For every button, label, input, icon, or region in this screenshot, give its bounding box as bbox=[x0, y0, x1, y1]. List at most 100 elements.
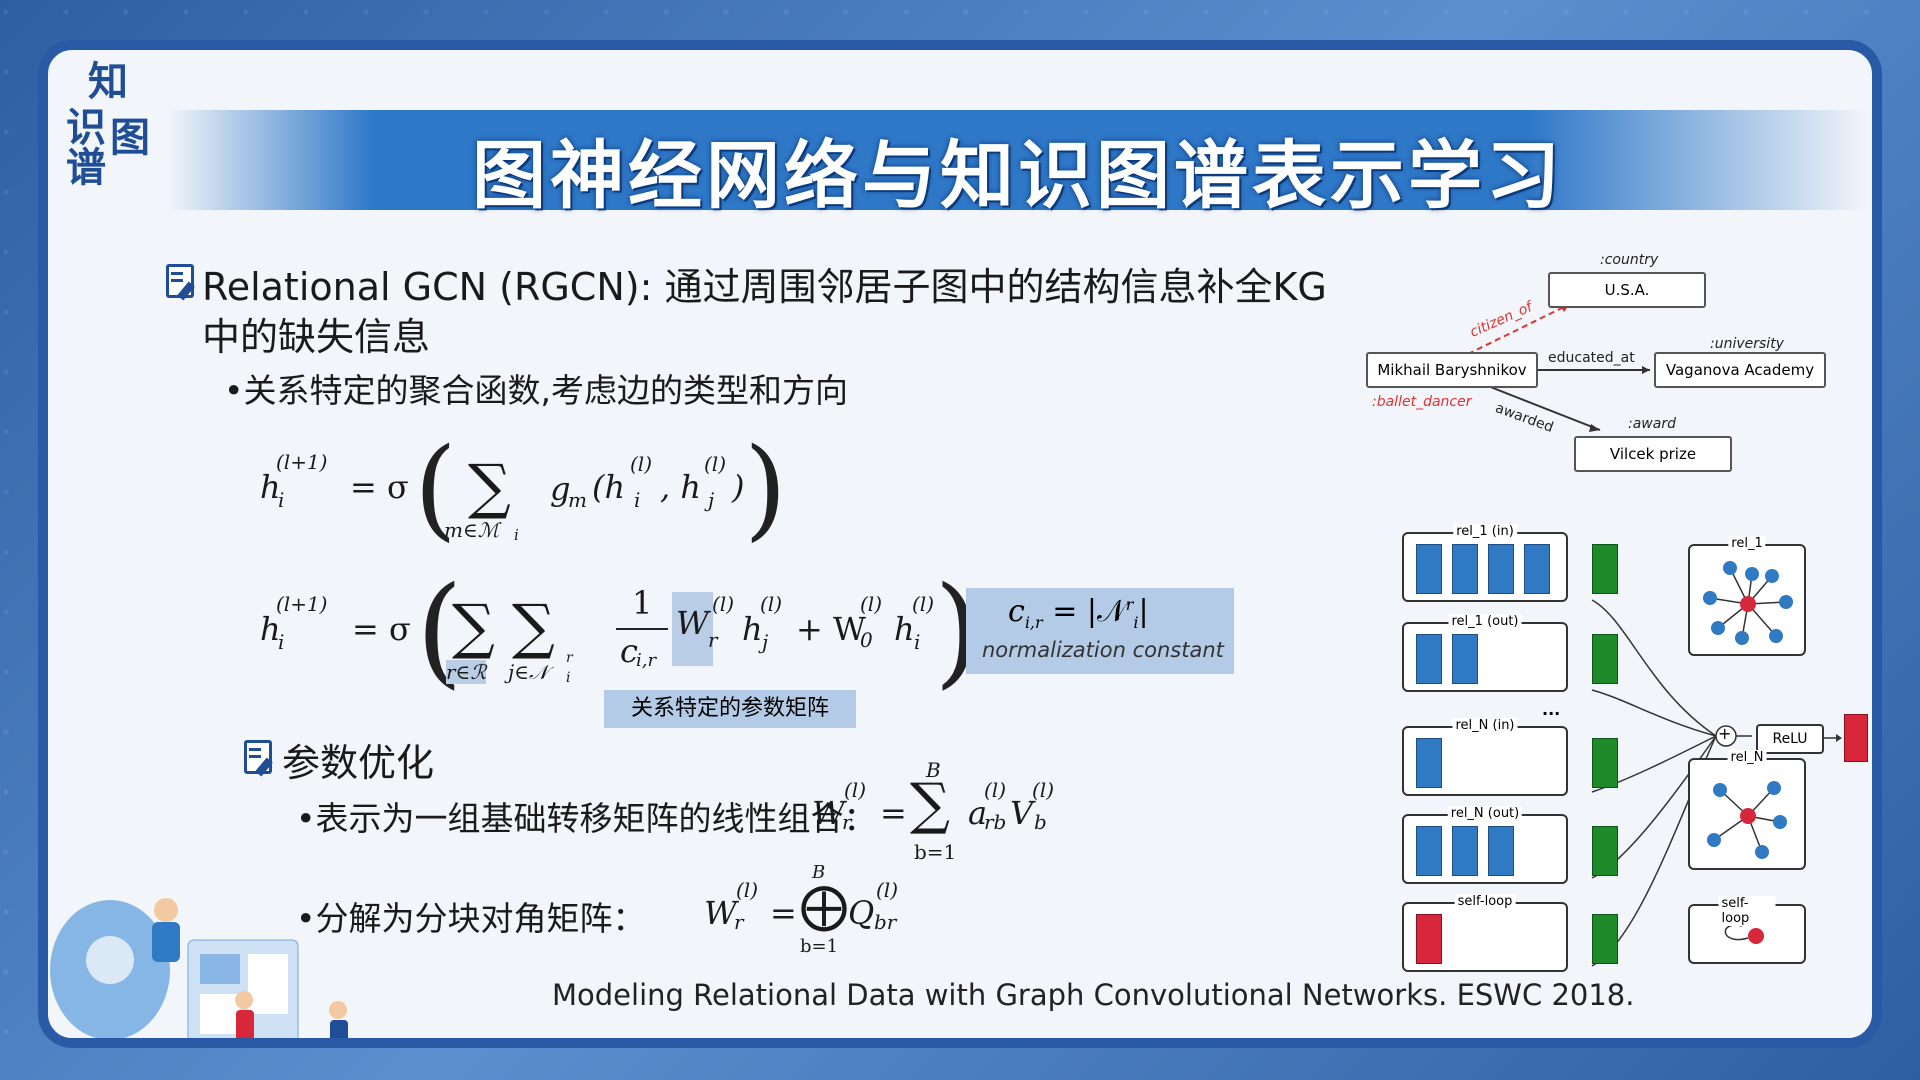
ellipsis: ... bbox=[1542, 700, 1561, 719]
eq1-sup: (l+1) bbox=[276, 450, 328, 474]
kg-university-type: :university bbox=[1710, 336, 1784, 352]
eq2-sum-j: j∈𝒩 bbox=[508, 660, 549, 684]
sub-bullet-basis: •表示为一组基础转移矩阵的线性组合： bbox=[296, 799, 877, 838]
group-self-loop: self-loop bbox=[1402, 894, 1568, 972]
graph-rel1: rel_1 bbox=[1688, 536, 1806, 656]
citation: Modeling Relational Data with Graph Conv… bbox=[552, 978, 1635, 1012]
graph-self-loop: self-loop bbox=[1688, 896, 1806, 964]
group-reln-in: rel_N (in) bbox=[1402, 718, 1568, 796]
relation-matrix-label: 关系特定的参数矩阵 bbox=[604, 690, 856, 728]
eq4-eq: = bbox=[770, 894, 797, 932]
relu-box: ReLU bbox=[1756, 724, 1824, 754]
page-title: 图神经网络与知识图谱表示学习 bbox=[472, 133, 1564, 219]
eq1-args: (h bbox=[592, 468, 626, 506]
eq3-sum-sup: B bbox=[926, 758, 941, 782]
eq2-plus-w0: + W bbox=[796, 610, 866, 648]
eq3-w-sub: r bbox=[842, 810, 852, 834]
kg-node-person: Mikhail Baryshnikov bbox=[1366, 352, 1538, 388]
eq4-w-sub: r bbox=[734, 910, 744, 934]
eq4-q-sup: (l) bbox=[876, 878, 899, 902]
panel-label: rel_N bbox=[1727, 750, 1767, 765]
eq3-v-sub: b bbox=[1034, 810, 1047, 834]
eq4-w: W bbox=[704, 894, 737, 932]
logo-char: 知 bbox=[88, 59, 128, 105]
sub-bullet-aggregation: •关系特定的聚合函数,考虑边的类型和方向 bbox=[224, 371, 848, 410]
eq1-arg-sub-2: j bbox=[708, 488, 715, 512]
eq2-hj: h bbox=[742, 610, 763, 648]
transform-bar bbox=[1592, 738, 1618, 788]
eq4-q-sub: br bbox=[874, 910, 897, 934]
group-label: rel_1 (out) bbox=[1448, 614, 1522, 629]
graph-reln-svg bbox=[1707, 781, 1787, 859]
eq2-sigma: = σ bbox=[352, 610, 411, 648]
kg-award-type: :award bbox=[1628, 416, 1676, 432]
eq2-w0-sup: (l) bbox=[860, 592, 883, 616]
eq3-w: W bbox=[812, 794, 845, 832]
transform-bar bbox=[1592, 544, 1618, 594]
eq2-w-sub: r bbox=[708, 628, 718, 652]
normalization-label: normalization constant bbox=[982, 638, 1224, 662]
eq2-hi: h bbox=[894, 610, 915, 648]
eq2-frac-den: c bbox=[620, 632, 638, 670]
plus-sign: + bbox=[1718, 724, 1732, 743]
slide: 知 识 图 谱 图神经网络与知识图谱表示学习 Relational GCN (R… bbox=[38, 40, 1882, 1048]
eq3-sum-sub: b=1 bbox=[914, 840, 957, 864]
panel-label: self-loop bbox=[1718, 896, 1776, 926]
eq2-hi-sup: (l) bbox=[912, 592, 935, 616]
logo-char: 谱 bbox=[66, 145, 106, 191]
eq2-sup: (l+1) bbox=[276, 592, 328, 616]
eq3-a-sub: rb bbox=[984, 810, 1007, 834]
eq1-g: g bbox=[550, 470, 571, 508]
eq2-sub: i bbox=[278, 630, 285, 654]
eq2-frac-num: 1 bbox=[632, 584, 653, 622]
document-icon bbox=[244, 740, 274, 777]
eq2-sum-j-sup: r bbox=[566, 650, 573, 666]
eq1-arg-sup: (l) bbox=[630, 452, 653, 476]
title-banner: 图神经网络与知识图谱表示学习 bbox=[168, 110, 1868, 219]
output-bar bbox=[1844, 714, 1868, 762]
group-label: self-loop bbox=[1454, 894, 1516, 909]
logo-char: 图 bbox=[110, 115, 150, 161]
logo-char: 识 bbox=[66, 105, 106, 151]
eq2-hi-sub: i bbox=[914, 630, 921, 654]
eq4-q: Q bbox=[848, 894, 875, 932]
document-icon bbox=[166, 264, 196, 301]
kg-edge-educated-at: educated_at bbox=[1548, 350, 1635, 366]
kg-node-vilcek: Vilcek prize bbox=[1574, 436, 1732, 472]
bullet-1-line-2: 中的缺失信息 bbox=[202, 315, 431, 359]
graph-rel1-svg bbox=[1703, 561, 1793, 645]
transform-bar bbox=[1592, 914, 1618, 964]
eq2-hj-sub: j bbox=[762, 630, 769, 654]
eq4-sum-sup: B bbox=[812, 862, 826, 883]
eq3-w-sup: (l) bbox=[844, 778, 867, 802]
eq4-w-sup: (l) bbox=[736, 878, 759, 902]
kg-node-usa: U.S.A. bbox=[1548, 272, 1706, 308]
group-label: rel_N (out) bbox=[1447, 806, 1523, 821]
eq3-eq: = bbox=[880, 794, 907, 832]
logo: 知 识 图 谱 bbox=[66, 56, 166, 188]
eq2-w-sup: (l) bbox=[712, 592, 735, 616]
eq3-a-sup: (l) bbox=[984, 778, 1007, 802]
eq2-h: h bbox=[260, 610, 281, 648]
sub-bullet-block-diagonal: •分解为分块对角矩阵： bbox=[296, 899, 646, 938]
bullet-1-line-1: Relational GCN (RGCN): 通过周围邻居子图中的结构信息补全K… bbox=[202, 265, 1327, 309]
group-rel1-in: rel_1 (in) bbox=[1402, 524, 1568, 602]
eq2-sum-j-sub: i bbox=[566, 670, 571, 686]
group-label: rel_1 (in) bbox=[1453, 524, 1517, 539]
eq1-h: h bbox=[260, 468, 281, 506]
eq1-close: ) bbox=[732, 468, 745, 506]
eq1-sub: i bbox=[278, 488, 285, 512]
eq2-w0-sub: 0 bbox=[860, 628, 873, 652]
eq1-sum-sub-i: i bbox=[514, 526, 519, 544]
eq2-w: W bbox=[672, 592, 713, 666]
graph-reln: rel_N bbox=[1688, 750, 1806, 870]
eq3-v: V bbox=[1010, 794, 1034, 832]
kg-country-type: :country bbox=[1600, 252, 1659, 268]
group-rel1-out: rel_1 (out) bbox=[1402, 614, 1568, 692]
eq2-frac-den-sub: i,r bbox=[636, 650, 657, 671]
eq1-sum-sub: m∈ℳ bbox=[444, 518, 500, 542]
eq3-a: a bbox=[968, 794, 988, 832]
decorative-illustration bbox=[50, 898, 348, 1038]
eq4-sum-sub: b=1 bbox=[800, 936, 839, 957]
transform-bar bbox=[1592, 826, 1618, 876]
